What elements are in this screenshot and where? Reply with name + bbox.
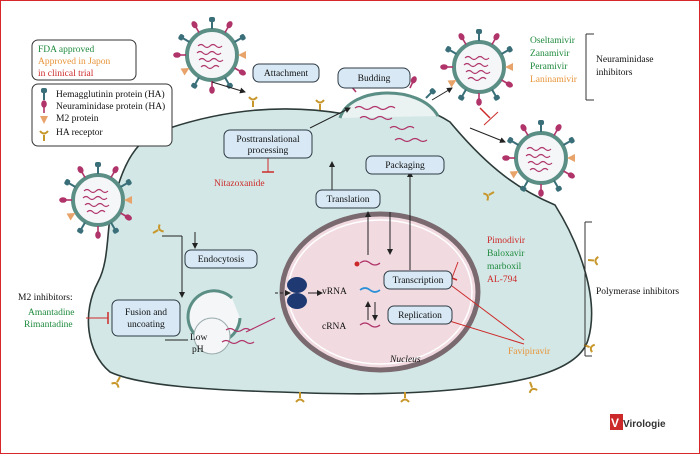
svg-text:Transcription: Transcription xyxy=(393,276,444,286)
nucleus: Nucleus xyxy=(279,211,481,373)
vrna-strand xyxy=(359,287,381,293)
drug-amantadine: Amantadine xyxy=(28,308,74,318)
drug-zanamivir: Zanamivir xyxy=(530,49,570,59)
step-budding: Budding xyxy=(337,67,411,89)
svg-text:processing: processing xyxy=(248,146,289,156)
svg-text:Replication: Replication xyxy=(398,311,442,321)
drug-pimodivir: Pimodivir xyxy=(487,236,526,246)
vrna-release xyxy=(245,317,276,333)
polymerase-inhibitors-title: Polymerase inhibitors xyxy=(596,287,679,297)
drug-oseltamivir: Oseltamivir xyxy=(530,36,576,46)
svg-text:Attachment: Attachment xyxy=(264,69,309,79)
symbol-legend: Hemagglutinin protein (HA) Neuraminidase… xyxy=(31,83,173,147)
svg-text:Fusion and: Fusion and xyxy=(125,308,167,318)
svg-text:Neuraminidase protein (HA): Neuraminidase protein (HA) xyxy=(56,101,165,112)
drug-rimantadine: Rimantadine xyxy=(24,320,73,330)
step-fusion-uncoating: Fusion and uncoating xyxy=(111,299,181,337)
svg-text:HA receptor: HA receptor xyxy=(56,128,104,138)
drug-baloxavir: Baloxavir xyxy=(487,249,525,259)
drug-nitazoxanide: Nitazoxanide xyxy=(214,179,265,189)
svg-text:Budding: Budding xyxy=(358,74,391,84)
svg-text:uncoating: uncoating xyxy=(127,320,165,330)
crna-strand xyxy=(359,322,381,328)
svg-text:Posttranslational: Posttranslational xyxy=(236,135,300,145)
approval-legend: FDA approved Approved in Japon in clinic… xyxy=(31,39,137,81)
svg-text:pH: pH xyxy=(192,345,204,355)
svg-text:Low: Low xyxy=(190,333,208,343)
svg-text:in clinical trial: in clinical trial xyxy=(38,69,94,79)
receptor-icon xyxy=(586,255,600,266)
m2-inhibitors-title: M2 inhibitors: xyxy=(18,293,73,303)
step-packaging: Packaging xyxy=(365,155,445,175)
drug-laninamivir: Laninamivir xyxy=(530,75,578,85)
logo-text: Virologie xyxy=(623,419,666,430)
virologie-logo: V Virologie xyxy=(610,414,666,430)
step-translation: Translation xyxy=(315,189,381,209)
vrna-label: vRNA xyxy=(322,287,347,297)
drug-peramivir: Peramivir xyxy=(530,62,568,72)
endosome: Low pH xyxy=(186,289,255,355)
svg-text:Hemagglutinin protein (HA): Hemagglutinin protein (HA) xyxy=(56,89,165,100)
svg-text:Packaging: Packaging xyxy=(385,161,425,171)
drug-marboxil: marboxil xyxy=(487,262,522,272)
svg-text:M2 protein: M2 protein xyxy=(56,114,99,124)
virion-attachment xyxy=(173,17,247,94)
step-replication: Replication xyxy=(387,305,453,325)
receptor-icon xyxy=(248,96,258,108)
svg-text:FDA approved: FDA approved xyxy=(38,45,94,55)
step-attachment: Attachment xyxy=(252,63,320,83)
nuclear-pore xyxy=(287,277,307,309)
receptor-icon xyxy=(525,379,539,394)
svg-text:Approved in Japon: Approved in Japon xyxy=(38,57,111,67)
virion-released-top xyxy=(440,29,514,106)
neuraminidase-inhibitors-title: Neuraminidase xyxy=(596,55,654,65)
step-posttranslational: Posttranslational processing xyxy=(223,129,313,159)
mrna-strand xyxy=(359,260,381,266)
step-transcription: Transcription xyxy=(383,270,453,290)
svg-text:Endocytosis: Endocytosis xyxy=(198,255,245,265)
step-endocytosis: Endocytosis xyxy=(184,249,258,269)
receptor-icon xyxy=(315,99,325,111)
svg-text:V: V xyxy=(611,416,619,430)
crna-label: cRNA xyxy=(322,322,346,332)
svg-text:Translation: Translation xyxy=(327,195,370,205)
neuraminidase-inhibitors-title-2: inhibitors xyxy=(596,68,633,78)
mrna-cap xyxy=(354,261,360,267)
nucleus-label: Nucleus xyxy=(389,355,421,365)
drug-favipiravir: Favipiravir xyxy=(508,347,551,357)
drug-al794: AL-794 xyxy=(487,275,517,285)
